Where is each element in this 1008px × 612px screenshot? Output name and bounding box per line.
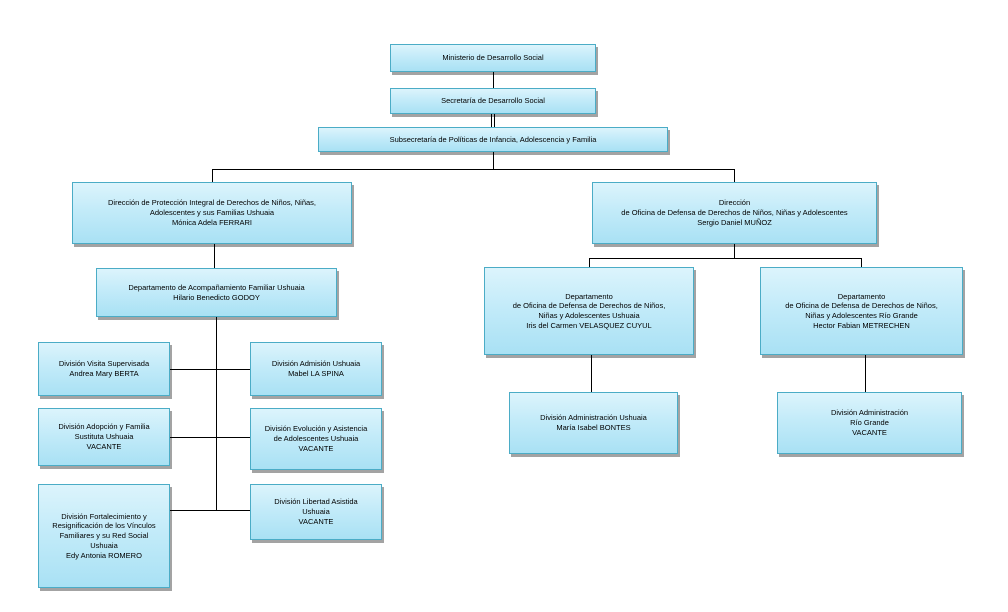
connector-line bbox=[212, 169, 213, 182]
org-node-division-libertad-asistida: División Libertad Asistida Ushuaia VACAN… bbox=[250, 484, 382, 540]
connector-line bbox=[493, 72, 494, 88]
connector-line bbox=[170, 437, 216, 438]
org-node-subsecretaria: Subsecretaría de Políticas de Infancia, … bbox=[318, 127, 668, 152]
org-node-direccion-oficina-defensa: Dirección de Oficina de Defensa de Derec… bbox=[592, 182, 877, 244]
connector-line bbox=[493, 152, 494, 169]
org-node-depto-defensa-rio-grande: Departamento de Oficina de Defensa de De… bbox=[760, 267, 963, 355]
connector-line bbox=[216, 317, 217, 511]
connector-line bbox=[216, 369, 250, 370]
org-node-division-fortalecimiento-vinculos: División Fortalecimiento y Resignificaci… bbox=[38, 484, 170, 588]
connector-line bbox=[216, 510, 250, 511]
connector-double-line bbox=[491, 114, 495, 127]
org-node-secretaria: Secretaría de Desarrollo Social bbox=[390, 88, 596, 114]
org-node-division-visita-supervisada: División Visita Supervisada Andrea Mary … bbox=[38, 342, 170, 396]
connector-line bbox=[589, 258, 861, 259]
org-node-division-administracion-rio-grande: División Administración Río Grande VACAN… bbox=[777, 392, 962, 454]
connector-line bbox=[865, 355, 866, 392]
org-node-ministerio: Ministerio de Desarrollo Social bbox=[390, 44, 596, 72]
connector-line bbox=[734, 169, 735, 182]
connector-line bbox=[734, 244, 735, 258]
connector-line bbox=[589, 258, 590, 267]
connector-line bbox=[861, 258, 862, 267]
connector-line bbox=[214, 244, 215, 268]
connector-line bbox=[170, 369, 216, 370]
org-node-depto-acompanamiento-familiar: Departamento de Acompañamiento Familiar … bbox=[96, 268, 337, 317]
connector-line bbox=[212, 169, 735, 170]
org-node-direccion-proteccion-integral: Dirección de Protección Integral de Dere… bbox=[72, 182, 352, 244]
org-node-depto-defensa-ushuaia: Departamento de Oficina de Defensa de De… bbox=[484, 267, 694, 355]
connector-line bbox=[216, 437, 250, 438]
org-node-division-admision-ushuaia: División Admisión Ushuaia Mabel LA SPINA bbox=[250, 342, 382, 396]
connector-line bbox=[591, 355, 592, 392]
org-node-division-evolucion-asistencia: División Evolución y Asistencia de Adole… bbox=[250, 408, 382, 470]
org-node-division-administracion-ushuaia: División Administración Ushuaia María Is… bbox=[509, 392, 678, 454]
org-node-division-adopcion-familia-sustituta: División Adopción y Familia Sustituta Us… bbox=[38, 408, 170, 466]
connector-line bbox=[170, 510, 216, 511]
